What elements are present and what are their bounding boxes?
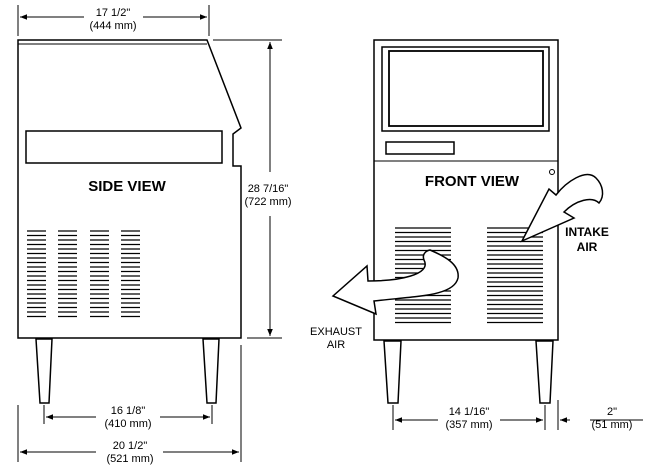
- side-depth-inches: 20 1/2": [113, 440, 148, 452]
- side-width-mm: (444 mm): [89, 20, 136, 32]
- intake-label-line1: INTAKE: [565, 225, 609, 239]
- clearance-mm: (51 mm): [592, 419, 633, 431]
- exhaust-label-line1: EXHAUST: [310, 326, 362, 338]
- front-view-title: FRONT VIEW: [425, 173, 520, 190]
- exhaust-label-line2: AIR: [327, 339, 345, 351]
- intake-air-arrow: [520, 173, 604, 243]
- side-leg-right: [202, 338, 220, 404]
- front-leg-right: [535, 340, 554, 404]
- clearance-inches: 2": [607, 406, 617, 418]
- front-leg-span-dimension: [392, 405, 546, 430]
- side-leg-left: [35, 338, 53, 404]
- height-mm: (722 mm): [244, 196, 291, 208]
- intake-label-line2: AIR: [577, 240, 598, 254]
- side-width-inches: 17 1/2": [96, 7, 131, 19]
- front-louvers-right: [487, 227, 543, 324]
- side-total-depth-dimension: [17, 345, 242, 462]
- side-width-dimension: [17, 5, 210, 36]
- front-view: [373, 39, 559, 404]
- side-view: [17, 39, 242, 404]
- side-louvers: [27, 230, 140, 318]
- front-leg-left: [383, 340, 402, 404]
- side-leg-span-dimension: [43, 405, 213, 424]
- side-leg-span-inches: 16 1/8": [111, 405, 146, 417]
- front-cabinet-outline: [373, 39, 559, 341]
- side-leg-span-mm: (410 mm): [104, 418, 151, 430]
- side-panel-slot: [25, 130, 223, 164]
- side-cabinet-outline: [17, 39, 242, 339]
- height-inches: 28 7/16": [248, 183, 289, 195]
- front-door-window-outer: [381, 46, 550, 132]
- front-indicator-light: [549, 169, 555, 175]
- front-leg-span-inches: 14 1/16": [449, 406, 490, 418]
- front-leg-span-mm: (357 mm): [445, 419, 492, 431]
- side-view-title: SIDE VIEW: [88, 178, 166, 195]
- front-control-panel: [385, 141, 455, 155]
- exhaust-air-arrow: [331, 249, 459, 316]
- front-door-window-inner: [388, 50, 544, 127]
- height-dimension: [213, 39, 282, 339]
- clearance-dimension: [557, 400, 643, 430]
- side-depth-mm: (521 mm): [106, 453, 153, 465]
